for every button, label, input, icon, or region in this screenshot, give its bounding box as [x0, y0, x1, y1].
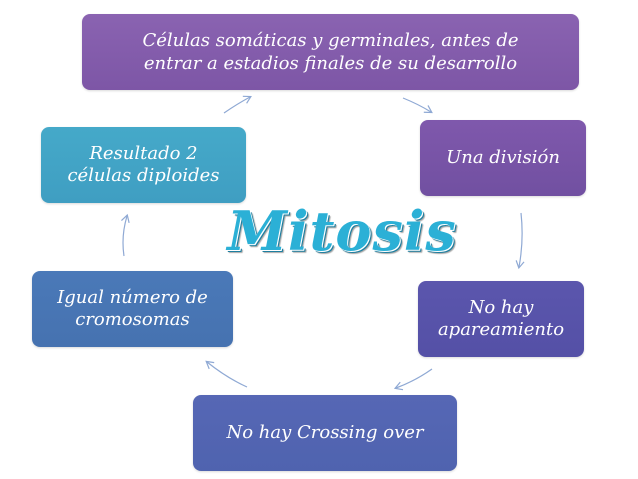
node-una-division: Una división	[420, 120, 586, 196]
arrow-bottom-to-left2	[205, 360, 248, 388]
node-label: Resultado 2 células diploides	[67, 143, 220, 186]
node-label: Células somáticas y germinales, antes de…	[142, 30, 519, 74]
node-label: No hay Crossing over	[226, 422, 424, 443]
arrow-right2-to-bottom	[393, 368, 433, 391]
arrow-left1-to-top	[223, 95, 252, 114]
node-resultado-diploides: Resultado 2 células diploides	[41, 127, 246, 203]
node-no-crossing-over: No hay Crossing over	[193, 395, 457, 471]
node-label: No hay apareamiento	[437, 297, 565, 340]
node-no-apareamiento: No hay apareamiento	[418, 281, 584, 357]
arrow-right1-to-right2	[515, 212, 525, 270]
diagram-title: Mitosis	[227, 199, 457, 263]
node-label: Igual número de cromosomas	[57, 287, 208, 330]
arrow-top-to-right1	[402, 97, 433, 114]
arrow-left2-to-left1	[121, 213, 130, 257]
node-igual-numero-cromosomas: Igual número de cromosomas	[32, 271, 233, 347]
node-celulas-somaticas: Células somáticas y germinales, antes de…	[82, 14, 579, 90]
node-label: Una división	[446, 147, 560, 168]
